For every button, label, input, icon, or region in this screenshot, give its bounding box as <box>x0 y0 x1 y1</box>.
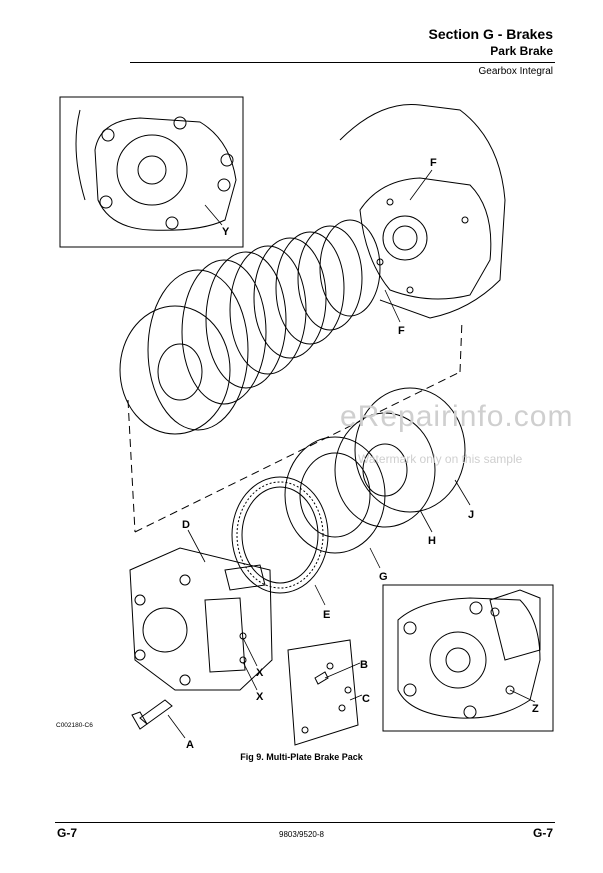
label-z: Z <box>532 703 539 715</box>
label-f-bottom: F <box>398 325 405 337</box>
friction-plate-stack <box>119 219 381 435</box>
alignment-lines <box>127 319 463 533</box>
label-e: E <box>323 609 330 621</box>
plate-g <box>284 436 386 554</box>
label-d: D <box>182 519 190 531</box>
plate-j <box>354 387 466 513</box>
thrust-bearing-e <box>231 476 329 594</box>
leader-lines <box>167 169 536 739</box>
cover-plate-c <box>287 639 359 746</box>
gearbox-housing <box>339 103 506 319</box>
watermark-site: eRepairinfo.com <box>340 400 574 433</box>
label-f-top: F <box>430 157 437 169</box>
label-y: Y <box>222 226 230 238</box>
bolt-a <box>131 699 173 730</box>
footer-doc-number: 9803/9520-8 <box>279 830 324 839</box>
footer-page-left: G-7 <box>57 826 78 840</box>
label-g: G <box>379 571 388 583</box>
header-rule <box>130 62 555 63</box>
section-title: Section G - Brakes <box>428 26 554 42</box>
plate-h <box>334 412 436 528</box>
figure-code: C002180-C6 <box>56 722 93 729</box>
label-j: J <box>468 509 474 521</box>
inset-y-frame <box>59 96 244 248</box>
inset-y-housing <box>75 109 237 231</box>
label-h: H <box>428 535 436 547</box>
watermark-note: Watermark only on this sample <box>358 452 523 466</box>
label-x-2: X <box>256 691 264 703</box>
footer-page-right: G-7 <box>532 826 553 840</box>
section-name: Gearbox Integral <box>478 66 554 77</box>
label-x-1: X <box>256 667 264 679</box>
label-b: B <box>360 659 368 671</box>
section-subtitle: Park Brake <box>490 44 553 58</box>
label-c: C <box>362 693 370 705</box>
footer-rule <box>55 822 555 823</box>
label-a: A <box>186 739 194 751</box>
inset-z-housing <box>397 589 541 719</box>
figure-caption: Fig 9. Multi-Plate Brake Pack <box>240 752 363 762</box>
piston-housing-d <box>129 547 273 691</box>
inset-z-frame <box>382 584 554 732</box>
